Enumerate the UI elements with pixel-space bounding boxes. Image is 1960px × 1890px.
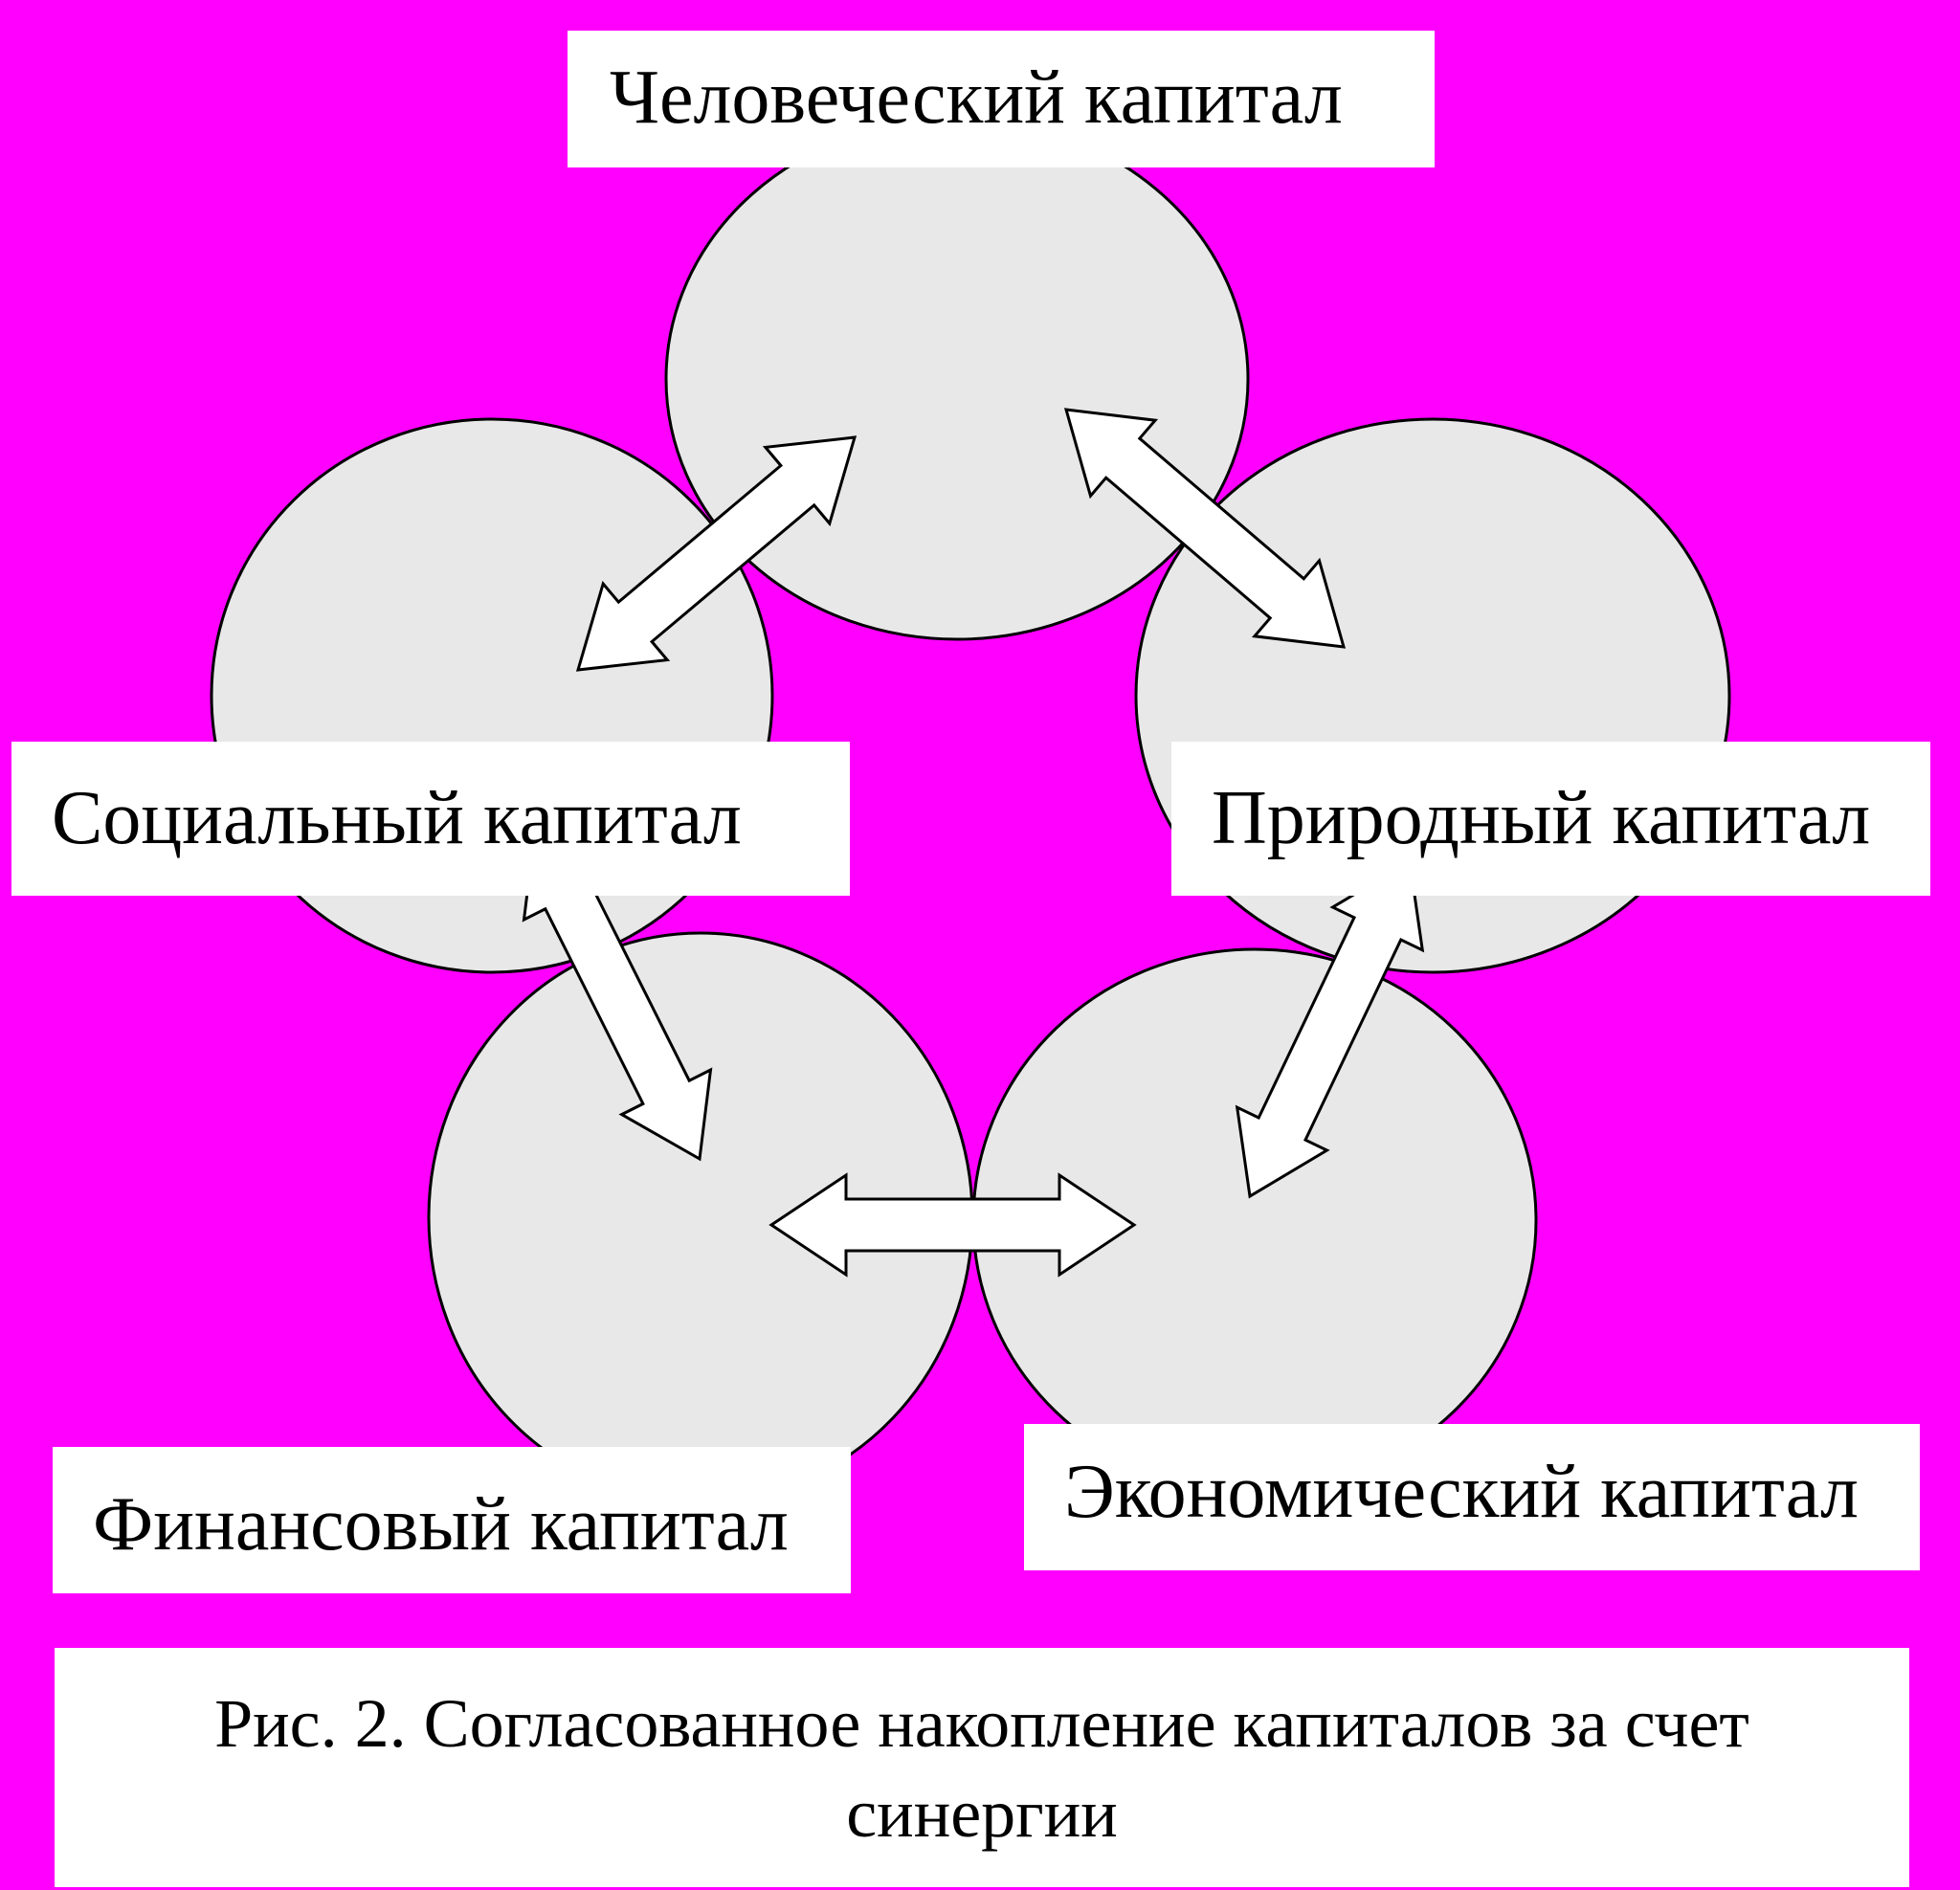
label-social-capital: Социальный капитал bbox=[11, 742, 850, 896]
label-human-capital-text: Человеческий капитал bbox=[610, 56, 1343, 140]
circle-human-capital bbox=[664, 117, 1250, 641]
arrow-human-natural bbox=[1063, 408, 1347, 649]
label-human-capital: Человеческий капитал bbox=[568, 31, 1435, 167]
arrow-financial-economic bbox=[768, 1172, 1137, 1278]
arrow-natural-economic bbox=[1235, 858, 1425, 1199]
label-financial-capital-text: Финансовый капитал bbox=[93, 1482, 789, 1567]
label-economic-capital-text: Экономический капитал bbox=[1064, 1450, 1859, 1534]
label-natural-capital: Природный капитал bbox=[1171, 742, 1930, 896]
label-natural-capital-text: Природный капитал bbox=[1212, 776, 1871, 860]
arrow-human-social bbox=[575, 435, 858, 672]
label-social-capital-text: Социальный капитал bbox=[52, 776, 742, 860]
figure-caption: Рис. 2. Согласованное накопление капитал… bbox=[55, 1648, 1909, 1887]
arrows-layer bbox=[522, 408, 1425, 1278]
label-financial-capital: Финансовый капитал bbox=[53, 1447, 851, 1593]
figure-caption-line-1: Рис. 2. Согласованное накопление капитал… bbox=[214, 1685, 1749, 1762]
label-economic-capital: Экономический капитал bbox=[1024, 1424, 1920, 1570]
figure-caption-line-2: синергии bbox=[846, 1775, 1118, 1852]
